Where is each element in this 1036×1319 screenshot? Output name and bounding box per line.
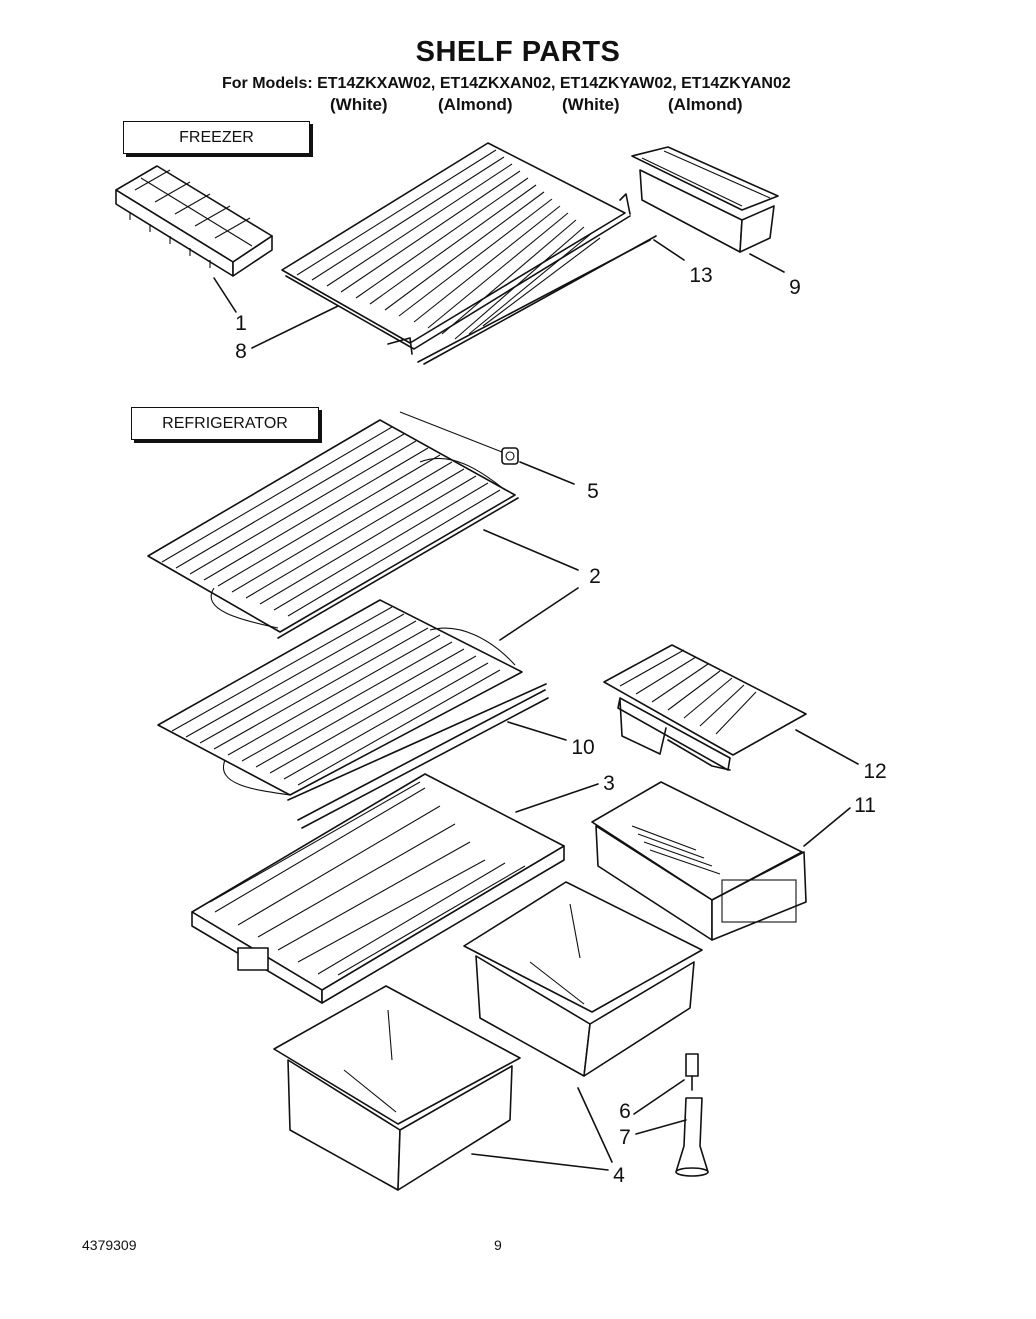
- door-bin-drawing: [631, 146, 779, 253]
- finish-label-3: (White): [562, 95, 620, 114]
- shelf-trim-drawing: [297, 689, 549, 829]
- callout-13: 13: [689, 264, 713, 287]
- page-title: SHELF PARTS: [415, 36, 621, 68]
- page-number: 9: [494, 1237, 502, 1253]
- crisper-bin-right-drawing: [463, 881, 703, 1077]
- document-number: 4379309: [82, 1237, 137, 1253]
- leader-lines: [213, 239, 859, 1171]
- freezer-shelf-drawing: [281, 142, 657, 365]
- callout-12: 12: [863, 760, 887, 783]
- finish-label-4: (Almond): [668, 95, 743, 114]
- leveling-leg-drawing: [675, 1053, 709, 1177]
- callout-1: 1: [235, 312, 247, 335]
- crisper-bin-left-drawing: [273, 985, 521, 1191]
- refrigerator-shelf-lower-drawing: [157, 599, 547, 801]
- callout-6: 6: [619, 1100, 631, 1123]
- refrigerator-section-label: REFRIGERATOR: [131, 407, 319, 440]
- deli-drawer-drawing: [603, 644, 807, 771]
- ice-tray-drawing: [115, 165, 273, 277]
- refrigerator-shelf-upper-drawing: [147, 419, 519, 639]
- finish-label-2: (Almond): [438, 95, 513, 114]
- callout-8: 8: [235, 340, 247, 363]
- callout-5: 5: [587, 480, 599, 503]
- callout-10: 10: [571, 736, 595, 759]
- freezer-section-label: FREEZER: [123, 121, 310, 154]
- models-line: For Models: ET14ZKXAW02, ET14ZKXAN02, ET…: [222, 75, 791, 92]
- finish-label-1: (White): [330, 95, 388, 114]
- meat-drawer-drawing: [591, 781, 807, 941]
- callout-2: 2: [589, 565, 601, 588]
- callout-4: 4: [613, 1164, 625, 1187]
- crisper-cover-drawing: [191, 773, 565, 1004]
- callout-11: 11: [854, 794, 876, 817]
- callout-3: 3: [603, 772, 615, 795]
- shelf-clip-drawing: [399, 411, 519, 465]
- callout-7: 7: [619, 1126, 631, 1149]
- callout-9: 9: [789, 276, 801, 299]
